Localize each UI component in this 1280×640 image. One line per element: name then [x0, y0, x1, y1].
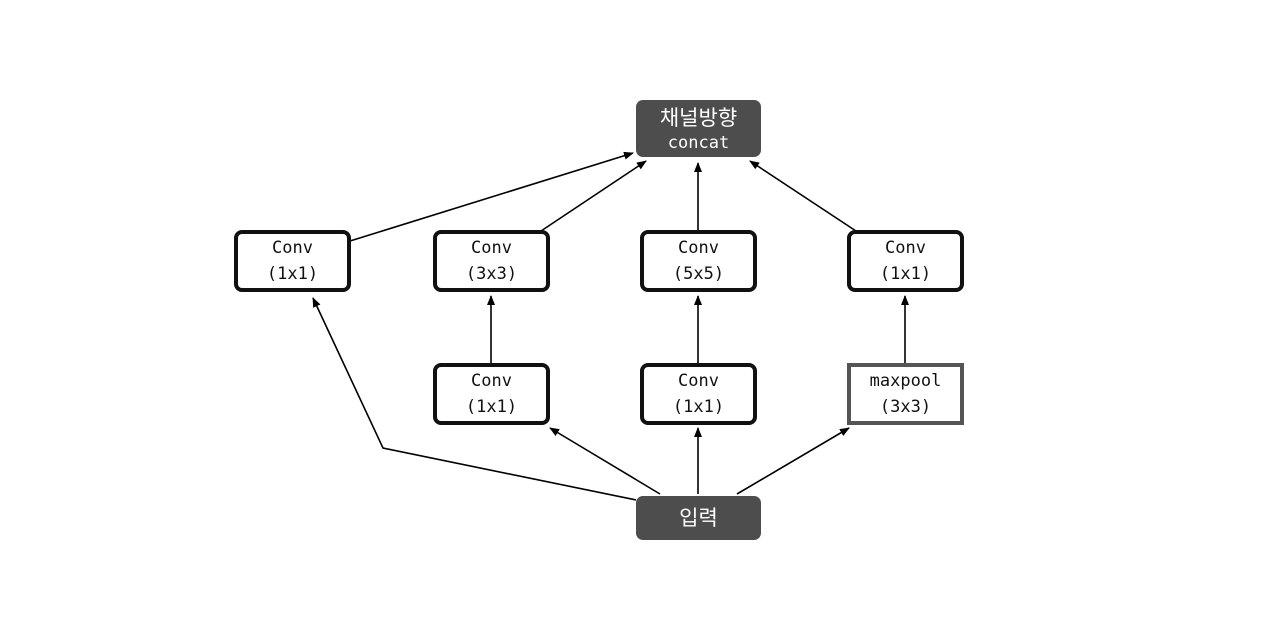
node-label-kernel: (1x1): [266, 264, 319, 284]
node-label-op: Conv: [678, 371, 719, 391]
node-label-kernel: (5x5): [672, 264, 725, 284]
concat-label-korean: 채널방향: [659, 105, 738, 130]
branch3-conv-5x5-node: Conv (5x5): [640, 230, 757, 292]
node-label-kernel: (1x1): [672, 397, 725, 417]
node-label-op: maxpool: [869, 371, 942, 391]
node-label-op: Conv: [678, 238, 719, 258]
branch4-conv-1x1-node: Conv (1x1): [847, 230, 964, 292]
edge-branch2-to-concat: [540, 160, 647, 232]
concat-node: 채널방향 concat: [636, 100, 761, 157]
branch4-maxpool-3x3-node: maxpool (3x3): [847, 363, 964, 425]
concat-label-op: concat: [667, 132, 730, 153]
branch3-conv-1x1-node: Conv (1x1): [640, 363, 757, 425]
input-label: 입력: [679, 506, 718, 530]
edge-input-to-maxpool: [736, 427, 850, 495]
node-label-op: Conv: [471, 238, 512, 258]
edge-branch4-to-concat: [749, 160, 857, 232]
node-label-kernel: (1x1): [879, 264, 932, 284]
input-node: 입력: [636, 496, 761, 540]
node-label-kernel: (3x3): [879, 397, 932, 417]
edge-branch1-to-concat: [349, 151, 634, 242]
edge-input-to-branch1-conv: [312, 297, 637, 501]
node-label-kernel: (1x1): [465, 397, 518, 417]
branch1-conv-1x1-node: Conv (1x1): [234, 230, 351, 292]
node-label-op: Conv: [885, 238, 926, 258]
node-label-op: Conv: [471, 371, 512, 391]
node-label-op: Conv: [272, 238, 313, 258]
branch2-conv-3x3-node: Conv (3x3): [433, 230, 550, 292]
node-label-kernel: (3x3): [465, 264, 518, 284]
branch2-conv-1x1-node: Conv (1x1): [433, 363, 550, 425]
edge-input-to-branch2-conv1x1: [549, 427, 661, 495]
